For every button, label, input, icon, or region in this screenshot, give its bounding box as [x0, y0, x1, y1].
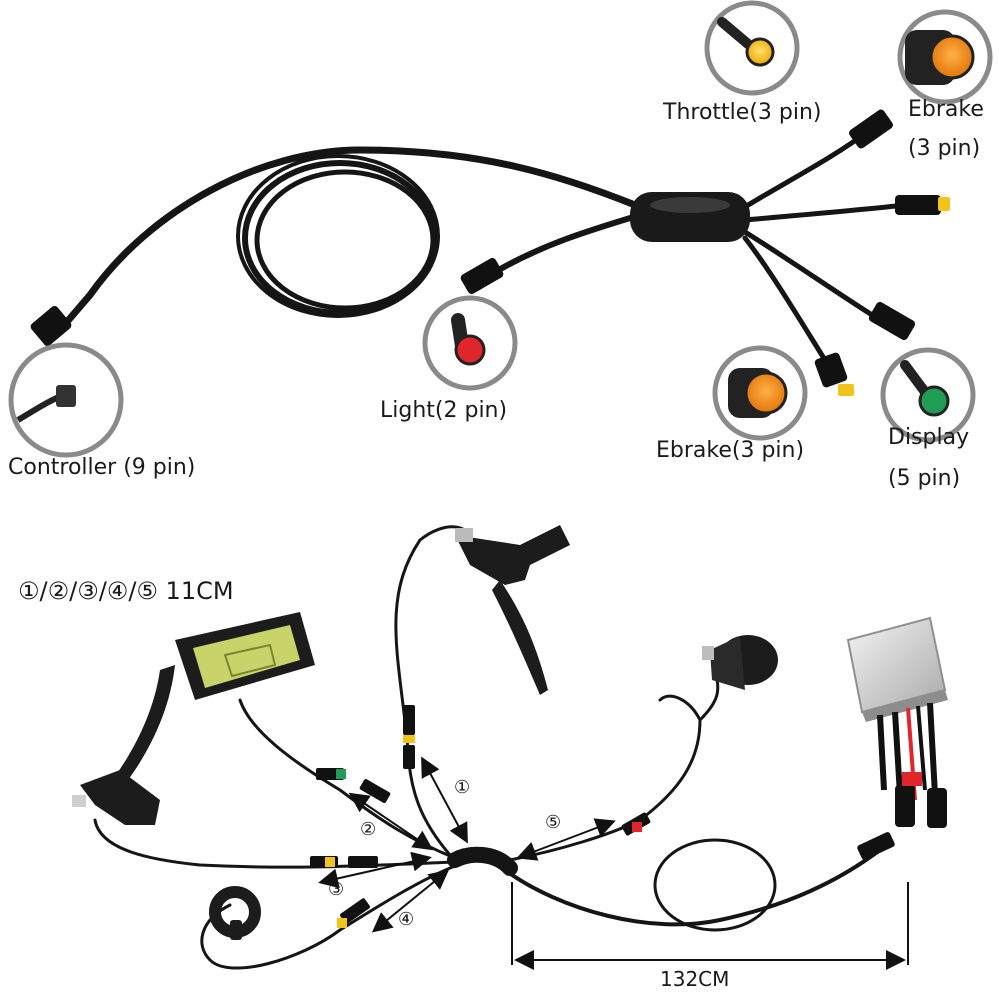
length-arrows — [318, 756, 909, 970]
throttle-label: Throttle(3 pin) — [663, 100, 822, 125]
top-connectors — [30, 109, 950, 396]
arrow-label-2: ② — [360, 819, 377, 840]
arrow-label-5: ⑤ — [545, 812, 562, 833]
ebrake-bottom-connector-icon — [712, 345, 808, 441]
ebrake-bottom-label: Ebrake(3 pin) — [656, 438, 805, 463]
thumb-throttle — [209, 886, 261, 940]
ebrake-top-connector-icon — [897, 9, 993, 105]
light-connector-icon — [422, 295, 518, 391]
controller-label: Controller (9 pin) — [8, 455, 196, 480]
headlight — [702, 635, 778, 690]
brake-lever-left — [72, 665, 175, 825]
arrow-label-1: ① — [454, 777, 471, 798]
display-connector-icon — [880, 347, 976, 443]
top-harness — [56, 127, 908, 363]
ebrake-top-label-line1: Ebrake — [908, 97, 984, 122]
legend-length-label: ①/②/③/④/⑤ 11CM — [18, 577, 234, 605]
brake-lever-top — [455, 525, 570, 695]
ebrake-top-label-line2: (3 pin) — [908, 136, 981, 161]
lcd-display — [175, 612, 315, 700]
light-label: Light(2 pin) — [380, 398, 508, 423]
display-label-line2: (5 pin) — [888, 466, 961, 491]
display-label-line1: Display — [888, 425, 970, 450]
bottom-connectors — [310, 705, 895, 928]
cable-length-label: 132CM — [660, 967, 730, 991]
throttle-connector-icon — [704, 0, 800, 96]
arrow-label-4: ④ — [398, 909, 415, 930]
controller-connector-icon — [8, 342, 124, 458]
arrow-label-3: ③ — [328, 879, 345, 900]
motor-controller — [846, 616, 948, 828]
